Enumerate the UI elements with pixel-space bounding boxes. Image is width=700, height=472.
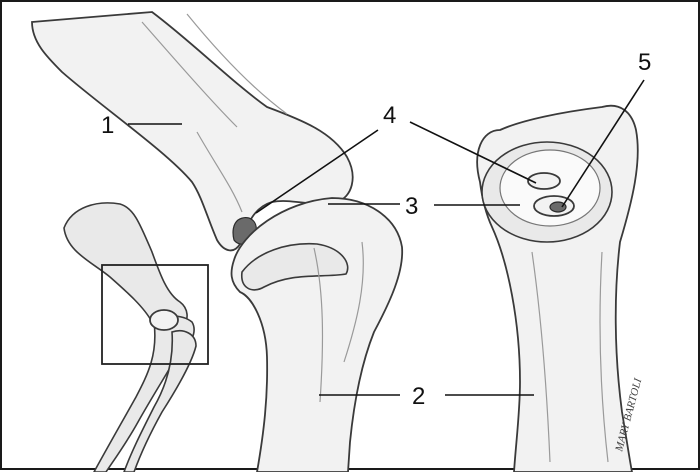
label-3: 3 xyxy=(405,193,418,220)
lower-bone xyxy=(232,198,403,472)
lower-bone-shaft xyxy=(232,198,403,472)
end-view-bone xyxy=(477,106,638,472)
inset-overview xyxy=(64,203,208,472)
inset-joint xyxy=(150,310,178,330)
label-4: 4 xyxy=(383,102,396,129)
label-2: 2 xyxy=(412,383,425,410)
label-5: 5 xyxy=(638,49,651,76)
label-1: 1 xyxy=(101,112,114,139)
